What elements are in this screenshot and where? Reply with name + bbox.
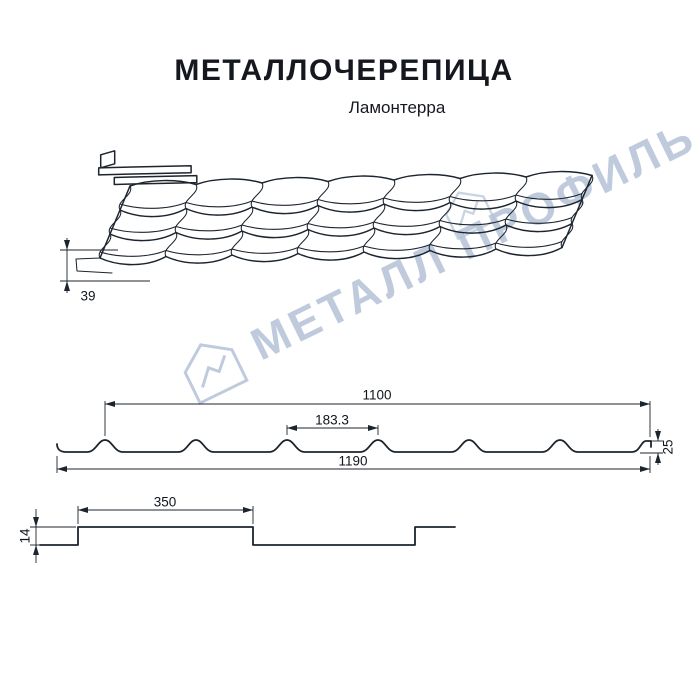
dim-label-module-length: 350 — [153, 494, 177, 510]
metall-profil-logo-icon — [183, 343, 249, 406]
watermark: МЕТАЛЛ ПРОФИЛЬ — [173, 108, 700, 408]
dim-label-tile-step-height: 39 — [80, 288, 96, 304]
dim-label-cover-width: 1100 — [362, 387, 392, 403]
dim-label-full-width: 1190 — [338, 453, 368, 469]
dim-label-wave-pitch: 183.3 — [315, 412, 349, 428]
dim-label-bend-height: 14 — [17, 528, 33, 544]
page-subtitle: Ламонтерра — [348, 98, 446, 117]
dim-label-profile-height: 25 — [660, 439, 676, 455]
page-title: МЕТАЛЛОЧЕРЕПИЦА — [174, 54, 514, 87]
